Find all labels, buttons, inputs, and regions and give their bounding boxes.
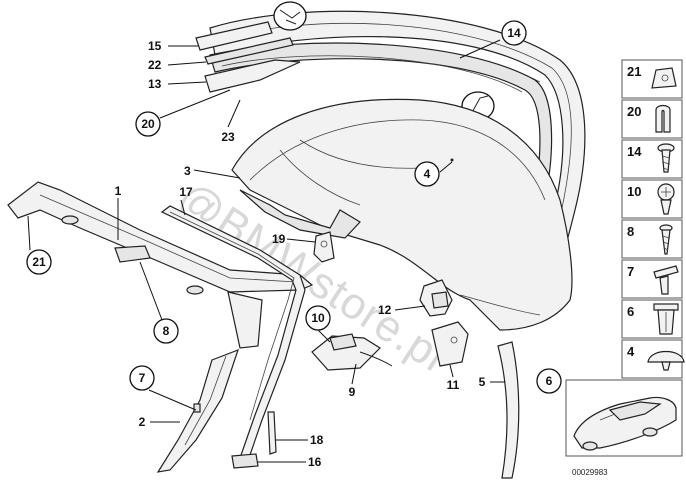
callout-21: 21 (32, 255, 46, 269)
side-item-21: 21 (621, 59, 683, 99)
seal-strips (195, 21, 301, 93)
callout-22: 22 (148, 58, 162, 72)
side-item-10: 10 (621, 179, 683, 219)
callout-18: 18 (310, 433, 324, 447)
clip-icon (651, 67, 677, 89)
callout-10: 10 (311, 311, 325, 325)
callout-2: 2 (139, 415, 146, 429)
side-label-20: 20 (627, 104, 641, 119)
callout-19: 19 (272, 232, 286, 246)
callout-1: 1 (115, 184, 122, 198)
callout-12: 12 (378, 303, 392, 317)
callout-9: 9 (349, 385, 356, 399)
callout-circle-6 (536, 368, 562, 394)
tapping-screw-icon (659, 224, 673, 255)
expanding-nut-icon (653, 303, 679, 335)
diagram-code: 00029983 (572, 468, 608, 477)
windscreen-header (7, 181, 314, 349)
small-pins (231, 411, 277, 469)
side-label-10: 10 (627, 184, 641, 199)
callout-23: 23 (221, 130, 235, 144)
callout-circle-7 (129, 365, 155, 391)
side-label-7: 7 (627, 264, 634, 279)
side-label-8: 8 (627, 224, 634, 239)
screw-icon (657, 143, 675, 173)
side-label-6: 6 (627, 304, 634, 319)
side-item-8: 8 (621, 219, 683, 259)
bracket-11 (431, 321, 469, 367)
bracket-12 (419, 279, 453, 317)
spring-clip-icon (655, 104, 671, 133)
side-label-21: 21 (627, 64, 641, 79)
callout-circle-20 (135, 111, 161, 137)
side-label-4: 4 (627, 344, 635, 359)
side-item-14: 14 (621, 139, 683, 179)
callout-circle-8 (153, 318, 179, 344)
side-item-7: 7 (621, 259, 683, 299)
callout-11: 11 (447, 378, 460, 392)
body-screw-icon (657, 183, 675, 215)
callout-circle-14 (501, 20, 527, 46)
rear-seal-5 (497, 341, 520, 479)
leader-lines (27, 39, 505, 463)
callout-20: 20 (141, 117, 155, 131)
module-9 (311, 333, 393, 371)
callout-7: 7 (139, 371, 146, 385)
callout-4: 4 (424, 167, 431, 181)
callout-16: 16 (308, 455, 322, 469)
car-thumbnail (565, 379, 683, 457)
callout-3: 3 (184, 164, 191, 178)
convertible-car-icon (573, 396, 677, 451)
side-item-4: 4 (621, 339, 685, 379)
callout-8: 8 (163, 324, 170, 338)
side-panel: 21 20 14 10 (565, 59, 685, 477)
callout-17: 17 (179, 185, 193, 199)
rear-panel (231, 98, 573, 331)
a-pillar-trim (156, 348, 239, 473)
bracket-19 (313, 231, 335, 263)
callout-14: 14 (507, 26, 521, 40)
callout-circle-21 (26, 249, 52, 275)
expanding-rivet-icon (653, 265, 679, 295)
callout-6: 6 (546, 374, 553, 388)
plug-icon (647, 350, 685, 371)
side-label-14: 14 (627, 144, 642, 159)
callouts: 15 22 13 20 23 14 3 4 1 17 21 19 8 10 12… (26, 20, 562, 469)
callout-13: 13 (148, 77, 162, 91)
callout-5: 5 (479, 375, 486, 389)
callout-circle-10 (305, 305, 331, 331)
callout-circle-4 (414, 161, 440, 187)
callout-15: 15 (148, 39, 162, 53)
side-item-20: 20 (621, 99, 683, 139)
side-item-6: 6 (621, 299, 683, 339)
